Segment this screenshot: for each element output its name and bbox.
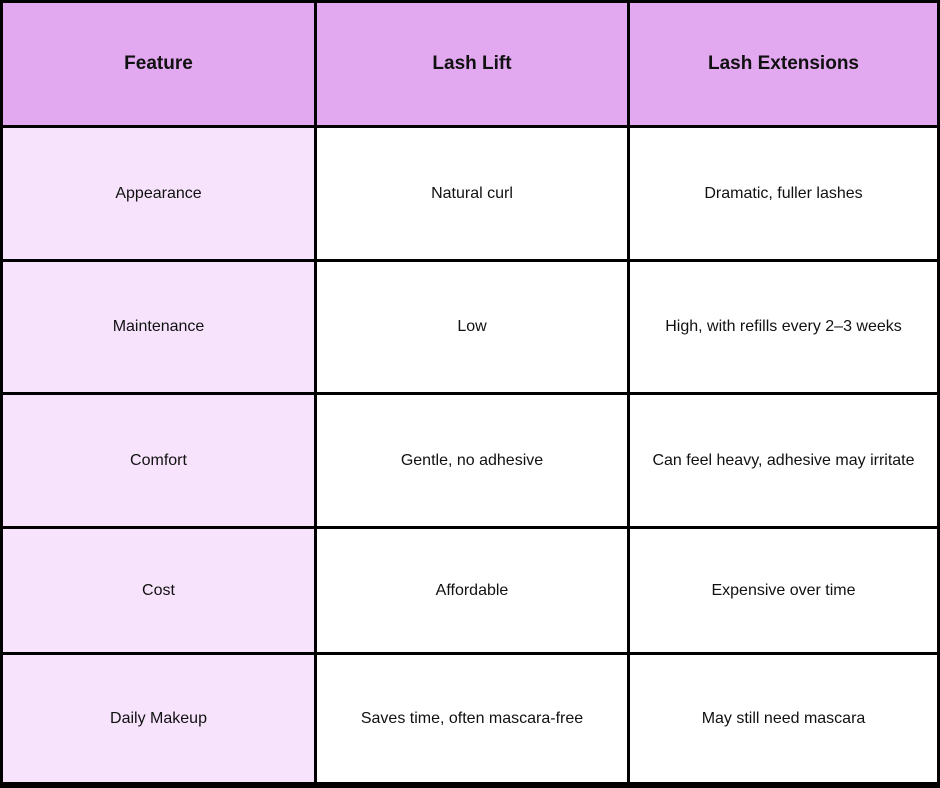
row-cost-feature: Cost: [3, 529, 314, 652]
row-daily-makeup-feature: Daily Makeup: [3, 655, 314, 782]
row-appearance-lash-extensions: Dramatic, fuller lashes: [630, 128, 937, 259]
row-daily-makeup-lash-lift: Saves time, often mascara-free: [317, 655, 627, 782]
header-lash-extensions: Lash Extensions: [630, 3, 937, 125]
row-daily-makeup-lash-extensions: May still need mascara: [630, 655, 937, 782]
row-comfort-feature: Comfort: [3, 395, 314, 526]
header-feature: Feature: [3, 3, 314, 125]
row-appearance-feature: Appearance: [3, 128, 314, 259]
row-maintenance-feature: Maintenance: [3, 262, 314, 392]
row-maintenance-lash-lift: Low: [317, 262, 627, 392]
row-comfort-lash-extensions: Can feel heavy, adhesive may irritate: [630, 395, 937, 526]
row-appearance-lash-lift: Natural curl: [317, 128, 627, 259]
row-comfort-lash-lift: Gentle, no adhesive: [317, 395, 627, 526]
row-maintenance-lash-extensions: High, with refills every 2–3 weeks: [630, 262, 937, 392]
row-cost-lash-lift: Affordable: [317, 529, 627, 652]
header-lash-lift: Lash Lift: [317, 3, 627, 125]
row-cost-lash-extensions: Expensive over time: [630, 529, 937, 652]
